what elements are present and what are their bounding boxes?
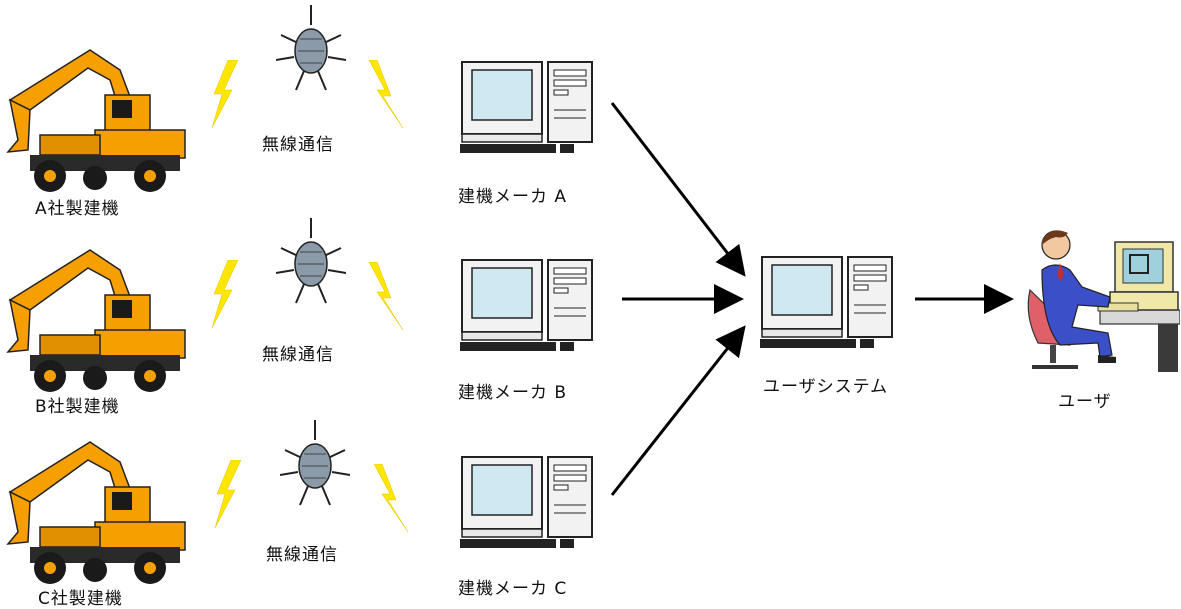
computer-icon xyxy=(759,255,895,350)
arrow-maker-c-to-system xyxy=(610,325,746,496)
lightning-icon xyxy=(210,59,240,130)
lightning-icon xyxy=(365,261,405,332)
machine-label-b: B社製建機 xyxy=(35,397,120,417)
maker-label-a: 建機メーカ A xyxy=(458,187,568,207)
computer-icon xyxy=(459,60,595,155)
excavator-icon xyxy=(0,40,190,195)
arrow-maker-a-to-system xyxy=(610,102,746,277)
lightning-icon xyxy=(365,59,405,130)
maker-label-b: 建機メーカ B xyxy=(458,383,568,403)
wireless-label-c: 無線通信 xyxy=(266,545,338,565)
user-at-desk-icon xyxy=(1020,215,1181,375)
wireless-label-a: 無線通信 xyxy=(262,135,334,155)
satellite-icon xyxy=(275,217,347,308)
wireless-label-b: 無線通信 xyxy=(262,345,334,365)
satellite-icon xyxy=(279,419,351,510)
maker-label-c: 建機メーカ C xyxy=(458,579,568,599)
machine-label-a: A社製建機 xyxy=(35,199,120,219)
excavator-icon xyxy=(0,432,190,587)
user-system-label: ユーザシステム xyxy=(763,377,889,397)
excavator-icon xyxy=(0,240,190,395)
user-label: ユーザ xyxy=(1058,392,1112,412)
lightning-icon xyxy=(370,463,410,534)
lightning-icon xyxy=(210,259,240,330)
lightning-icon xyxy=(213,459,243,530)
computer-icon xyxy=(459,455,595,550)
satellite-icon xyxy=(275,4,347,95)
computer-icon xyxy=(459,258,595,353)
machine-label-c: C社製建機 xyxy=(38,589,123,609)
